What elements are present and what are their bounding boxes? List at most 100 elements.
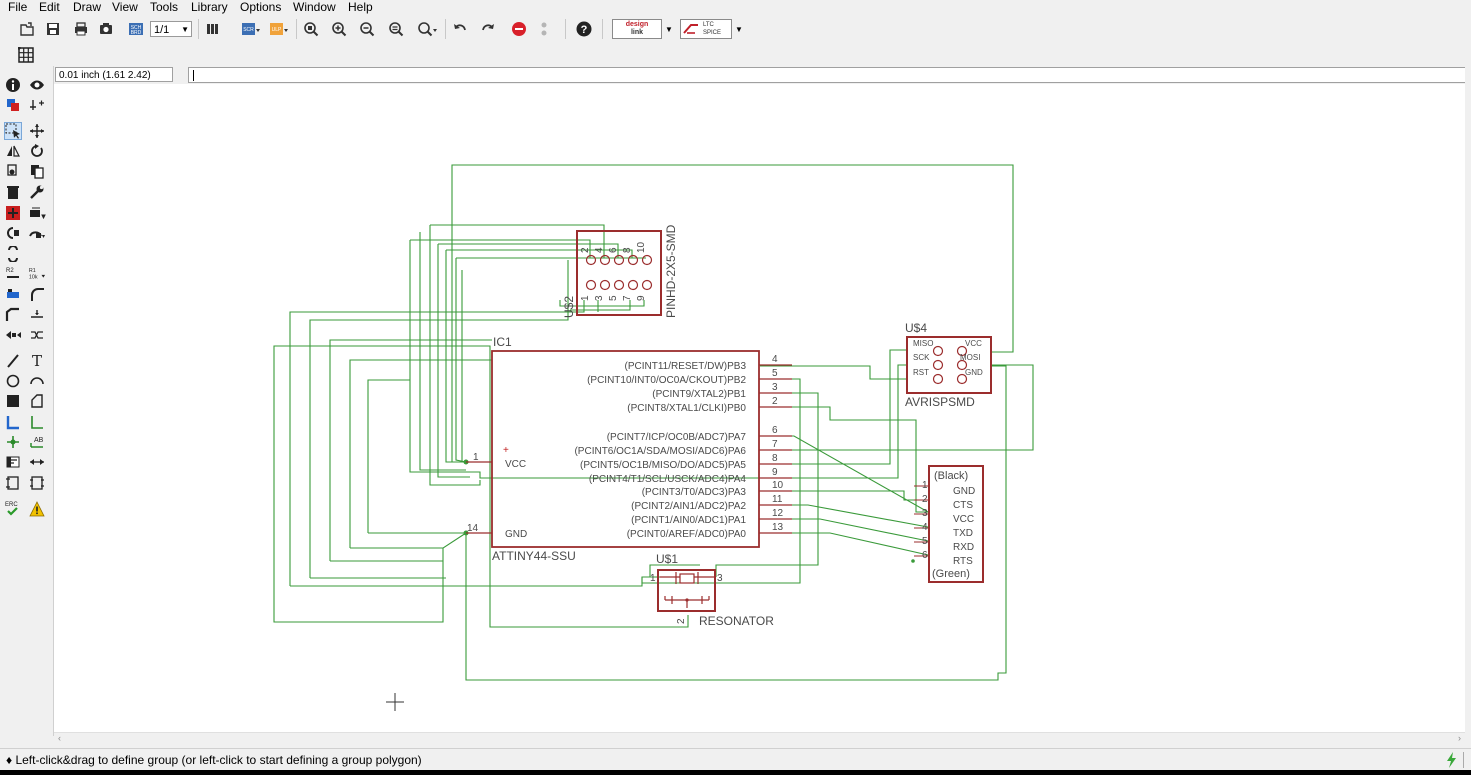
mirror-icon[interactable] — [4, 142, 22, 160]
go-icon[interactable] — [537, 20, 551, 38]
ltspice-dropdown-icon[interactable]: ▼ — [735, 25, 743, 34]
invoke-icon[interactable] — [28, 224, 46, 242]
help-icon[interactable]: ? — [575, 20, 593, 38]
svg-text:BRD: BRD — [131, 30, 142, 36]
ic1-name: IC1 — [493, 335, 512, 349]
label-icon[interactable]: AB — [28, 433, 46, 451]
frame-icon[interactable] — [4, 474, 22, 492]
pin-swap-icon[interactable] — [4, 245, 22, 263]
net-wire — [760, 406, 928, 513]
join-icon[interactable] — [28, 306, 46, 324]
arc-icon[interactable] — [28, 372, 46, 390]
wire-icon[interactable] — [4, 352, 22, 370]
info-icon[interactable] — [4, 76, 22, 94]
menu-options[interactable]: Options — [240, 0, 282, 14]
menu-file[interactable]: File — [8, 0, 28, 14]
paste-icon[interactable] — [28, 162, 46, 180]
zoom-redraw-icon[interactable] — [387, 20, 405, 38]
resonator-u1[interactable]: U$1 RESONATOR 1 3 2 — [650, 552, 774, 628]
route-icon[interactable] — [28, 326, 46, 344]
modules-icon[interactable] — [28, 474, 46, 492]
rotate-icon[interactable] — [28, 142, 46, 160]
replace-icon[interactable] — [28, 204, 46, 222]
scroll-left-icon[interactable]: ‹ — [58, 733, 61, 743]
stop-icon[interactable] — [510, 20, 528, 38]
menu-window[interactable]: Window — [293, 0, 336, 14]
attribute-icon[interactable] — [4, 453, 22, 471]
design-link-button[interactable]: design link — [612, 19, 662, 39]
net-wire — [760, 364, 908, 479]
rectangle-icon[interactable] — [4, 392, 22, 410]
net-wire — [559, 300, 645, 307]
vertical-scrollbar[interactable] — [1465, 66, 1471, 746]
warning-icon[interactable] — [28, 500, 46, 518]
print-icon[interactable] — [72, 20, 90, 38]
dimension-icon[interactable] — [28, 453, 46, 471]
header-u2[interactable]: 2 4 6 8 10 1 3 5 7 9 U$2 PINHD-2X5-SMD — [562, 224, 678, 318]
ic1-pin-num: 11 — [772, 494, 783, 505]
net-icon[interactable] — [28, 413, 46, 431]
delete-icon[interactable] — [4, 183, 22, 201]
menu-help[interactable]: Help — [348, 0, 373, 14]
ulp-icon[interactable]: ULP — [268, 20, 290, 38]
ic1-plus: + — [503, 445, 509, 456]
menu-draw[interactable]: Draw — [73, 0, 102, 14]
u2-value: PINHD-2X5-SMD — [664, 224, 678, 318]
copy-icon[interactable] — [4, 162, 22, 180]
ftdi-header[interactable]: (Black) (Green) 1 2 3 4 5 6 GND CTS VCC … — [914, 465, 984, 583]
polygon-icon[interactable] — [28, 392, 46, 410]
select-group-icon[interactable] — [4, 122, 22, 140]
ic1-attiny44[interactable]: IC1 ATTINY44-SSU + 1 VCC 14 GND (PCINT11… — [466, 335, 792, 563]
menu-edit[interactable]: Edit — [39, 0, 60, 14]
sheet-select[interactable]: 1/1 ▼ — [150, 21, 192, 37]
eye-icon[interactable] — [28, 76, 46, 94]
cam-processor-icon[interactable] — [97, 20, 115, 38]
gate-swap-icon[interactable] — [4, 224, 22, 242]
net-wire — [419, 232, 466, 471]
ltspice-button[interactable]: LTC SPICE — [680, 19, 732, 39]
lightning-icon[interactable] — [1445, 752, 1459, 771]
name-icon[interactable]: R2 — [4, 265, 22, 283]
move-icon[interactable] — [28, 122, 46, 140]
net-wire — [760, 490, 928, 501]
u1-pin: 1 — [650, 573, 656, 584]
design-link-dropdown-icon[interactable]: ▼ — [665, 25, 673, 34]
circle-icon[interactable] — [4, 372, 22, 390]
library-icon[interactable] — [204, 20, 222, 38]
schematic-canvas[interactable]: 2 4 6 8 10 1 3 5 7 9 U$2 PINHD-2X5-SMD I… — [54, 84, 1465, 732]
horizontal-scrollbar[interactable]: ‹ › — [54, 732, 1465, 746]
zoom-fit-icon[interactable] — [302, 20, 320, 38]
script-icon[interactable]: SCR — [240, 20, 262, 38]
ftdi-top-label: (Black) — [934, 470, 968, 482]
zoom-in-icon[interactable] — [330, 20, 348, 38]
save-icon[interactable] — [44, 20, 62, 38]
menu-library[interactable]: Library — [191, 0, 228, 14]
add-icon[interactable] — [4, 204, 22, 222]
erc-icon[interactable]: ERC — [4, 500, 22, 518]
redo-icon[interactable] — [479, 20, 497, 38]
bus-icon[interactable] — [4, 413, 22, 431]
layer-icon[interactable] — [4, 96, 22, 114]
menu-tools[interactable]: Tools — [150, 0, 179, 14]
miter-icon[interactable] — [28, 285, 46, 303]
optimize-icon[interactable] — [4, 326, 22, 344]
junction-icon[interactable] — [4, 433, 22, 451]
mark-icon[interactable] — [28, 96, 46, 114]
open-icon[interactable] — [18, 20, 36, 38]
split-icon[interactable] — [4, 306, 22, 324]
menu-view[interactable]: View — [112, 0, 138, 14]
command-input[interactable] — [188, 67, 1470, 83]
smash-icon[interactable] — [4, 285, 22, 303]
text-icon[interactable]: T — [31, 352, 42, 370]
zoom-out-icon[interactable] — [358, 20, 376, 38]
zoom-select-icon[interactable] — [416, 20, 440, 38]
avrisp-u4[interactable]: U$4 AVRISPSMD MISO SCK RST VCC MOSI GND — [905, 321, 992, 409]
design-link-label-top: design — [625, 21, 649, 28]
scroll-right-icon[interactable]: › — [1458, 733, 1461, 743]
undo-icon[interactable] — [451, 20, 469, 38]
u2-bottom-pin: 5 — [608, 295, 619, 301]
wrench-icon[interactable] — [28, 183, 46, 201]
grid-icon[interactable] — [16, 45, 36, 65]
